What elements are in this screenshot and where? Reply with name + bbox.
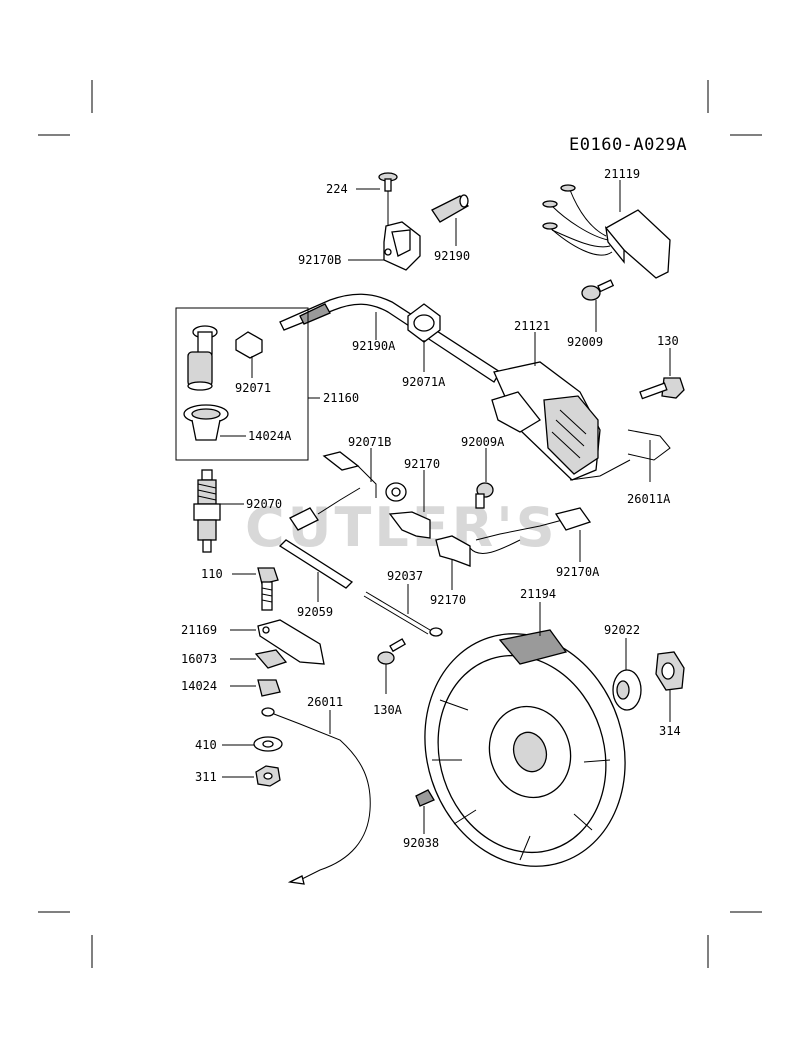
screw-92009a-icon: [475, 482, 494, 509]
label-92022: 92022: [604, 623, 640, 637]
label-92071a: 92071A: [402, 375, 446, 389]
label-92009a: 92009A: [461, 435, 505, 449]
label-92070: 92070: [246, 497, 282, 511]
label-92059: 92059: [297, 605, 333, 619]
label-92170a: 92170A: [556, 565, 600, 579]
insert-92071-icon: [235, 331, 263, 359]
label-21194: 21194: [520, 587, 556, 601]
terminal-92071b-icon: [289, 451, 377, 531]
cap-14024-icon: [257, 679, 281, 697]
nut-311-icon: [255, 765, 281, 787]
plug-cap-21160-icon: [187, 325, 218, 391]
spark-plug-92070-icon: [193, 469, 221, 553]
label-110: 110: [201, 567, 223, 581]
label-92037: 92037: [387, 569, 423, 583]
lead-26011-icon: [261, 707, 371, 885]
plate-21169-icon: [257, 619, 325, 665]
cap-14024a-icon: [183, 404, 229, 441]
grommet-92071a-icon: [407, 303, 441, 343]
label-224: 224: [326, 182, 348, 196]
clip-16073-icon: [254, 649, 288, 669]
label-410: 410: [195, 738, 217, 752]
grommet-92170-icon: [385, 482, 407, 502]
label-92009: 92009: [567, 335, 603, 349]
rod-92059-icon: [278, 539, 354, 589]
ignition-coil-21121-icon: [491, 361, 601, 481]
label-92170-lower: 92170: [430, 593, 466, 607]
key-92038-icon: [415, 789, 435, 807]
module-21119-icon: [542, 184, 671, 279]
washer-92022-icon: [612, 669, 642, 711]
label-21121: 21121: [514, 319, 550, 333]
label-92071: 92071: [235, 381, 271, 395]
wire-92170a-icon: [469, 507, 592, 554]
bolt-130-icon: [639, 377, 685, 400]
bracket-92170-upper-icon: [388, 511, 431, 539]
label-21169: 21169: [181, 623, 217, 637]
screw-224-icon: [378, 172, 398, 192]
part-labels: 224 92170B 92190 21119 92009 21121 130 9…: [181, 167, 681, 850]
label-130: 130: [657, 334, 679, 348]
spark-plug-cap-box: [175, 307, 320, 461]
label-92071b: 92071B: [348, 435, 391, 449]
tube-92190-icon: [431, 194, 469, 223]
lead-26011a-icon: [569, 429, 671, 481]
flywheel-21194-icon: [424, 629, 626, 867]
label-92190a: 92190A: [352, 339, 396, 353]
nut-314-icon: [655, 651, 685, 691]
label-92190: 92190: [434, 249, 470, 263]
label-130a: 130A: [373, 703, 403, 717]
bolt-130a-icon: [377, 638, 407, 665]
bolt-110-icon: [257, 567, 279, 611]
label-21119: 21119: [604, 167, 640, 181]
label-92170-upper: 92170: [404, 457, 440, 471]
diagram-code: E0160-A029A: [569, 135, 687, 155]
label-314: 314: [659, 724, 681, 738]
label-26011: 26011: [307, 695, 343, 709]
leader-lines: [218, 180, 671, 834]
pin-92037-icon: [363, 591, 443, 637]
label-14024a: 14024A: [248, 429, 292, 443]
washer-410-icon: [253, 736, 283, 752]
bracket-92170-lower-icon: [435, 535, 471, 567]
bracket-92170b-icon: [383, 221, 421, 271]
screw-92009-icon: [581, 279, 615, 301]
label-21160: 21160: [323, 391, 359, 405]
label-92038: 92038: [403, 836, 439, 850]
label-311: 311: [195, 770, 217, 784]
label-92170b: 92170B: [298, 253, 341, 267]
label-26011a: 26011A: [627, 492, 671, 506]
crop-marks: [38, 80, 762, 968]
label-16073: 16073: [181, 652, 217, 666]
label-14024: 14024: [181, 679, 217, 693]
